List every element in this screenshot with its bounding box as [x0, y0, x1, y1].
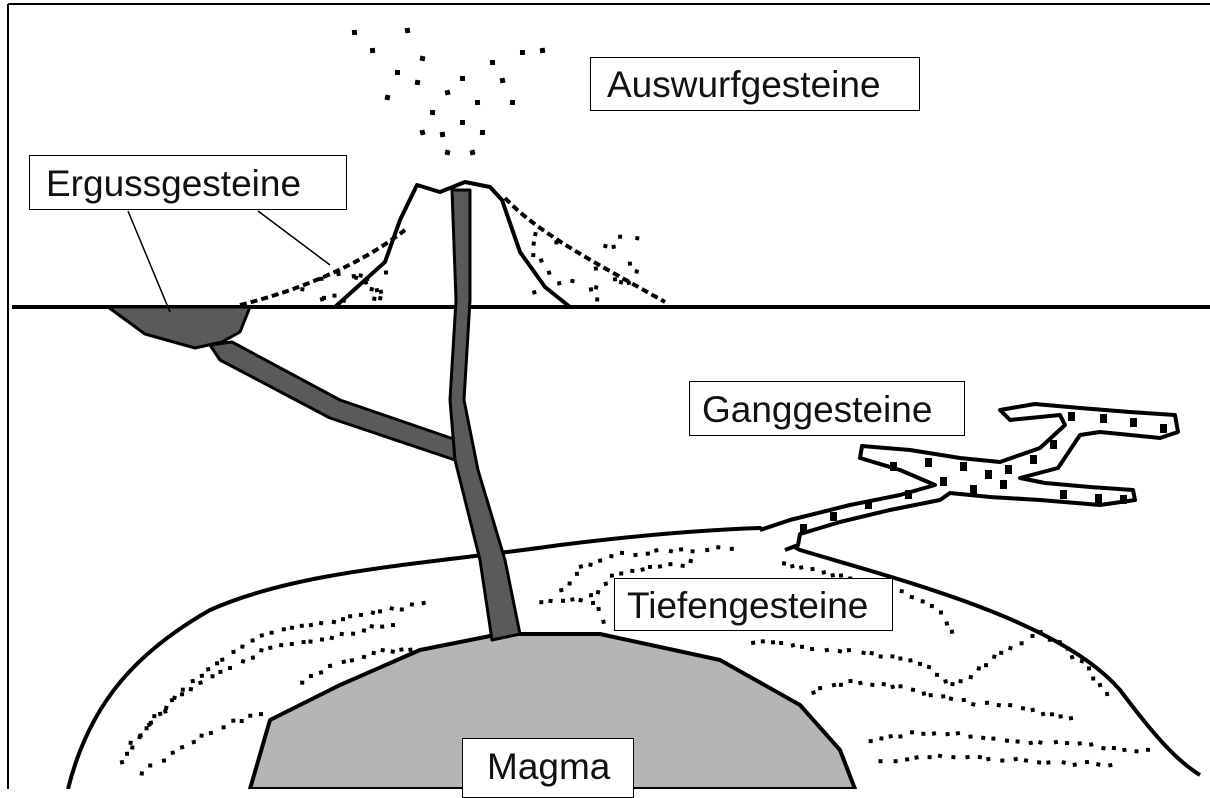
side-channel — [210, 342, 470, 464]
label-auswurfgesteine: Auswurfgesteine — [590, 57, 920, 111]
label-magma: Magma — [462, 738, 634, 798]
label-ergussgesteine: Ergussgesteine — [29, 155, 347, 210]
label-ganggesteine: Ganggesteine — [689, 381, 965, 436]
ejecta-plume — [352, 28, 545, 156]
leader-line-tephra — [258, 211, 330, 265]
leader-line-lava-pool — [128, 211, 170, 312]
label-tiefengesteine: Tiefengesteine — [614, 578, 893, 631]
